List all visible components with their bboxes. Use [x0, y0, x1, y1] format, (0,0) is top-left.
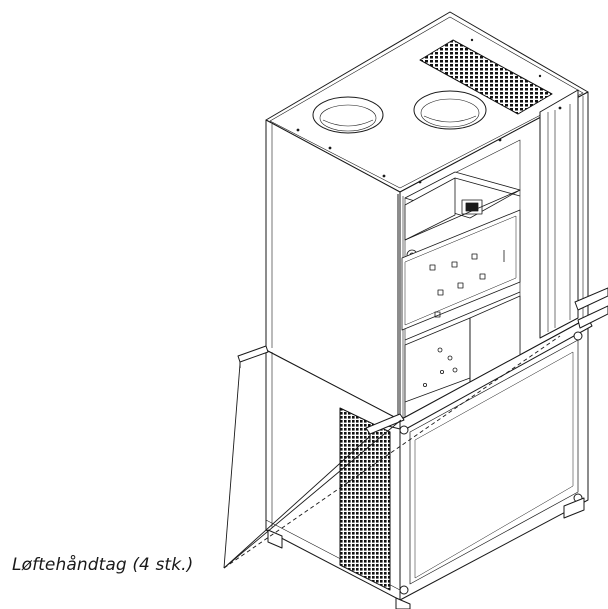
- lifting-handles: [237, 287, 608, 440]
- duct-collar-right: [413, 90, 487, 130]
- lift-handle-front-left: [365, 413, 405, 435]
- top-vent-grille: [419, 39, 553, 115]
- lift-handle-right-top: [574, 287, 608, 311]
- lift-handle-right: [577, 305, 608, 329]
- side-vent-grille: [339, 407, 391, 591]
- duct-collar-left: [312, 96, 384, 134]
- lift-handle-left-rear: [237, 345, 269, 363]
- lift-handle-callout-label: Løftehåndtag (4 stk.): [12, 555, 194, 575]
- callout-leaders: [223, 335, 561, 569]
- lower-cabinet: [265, 317, 593, 609]
- open-door-panel: [539, 89, 579, 339]
